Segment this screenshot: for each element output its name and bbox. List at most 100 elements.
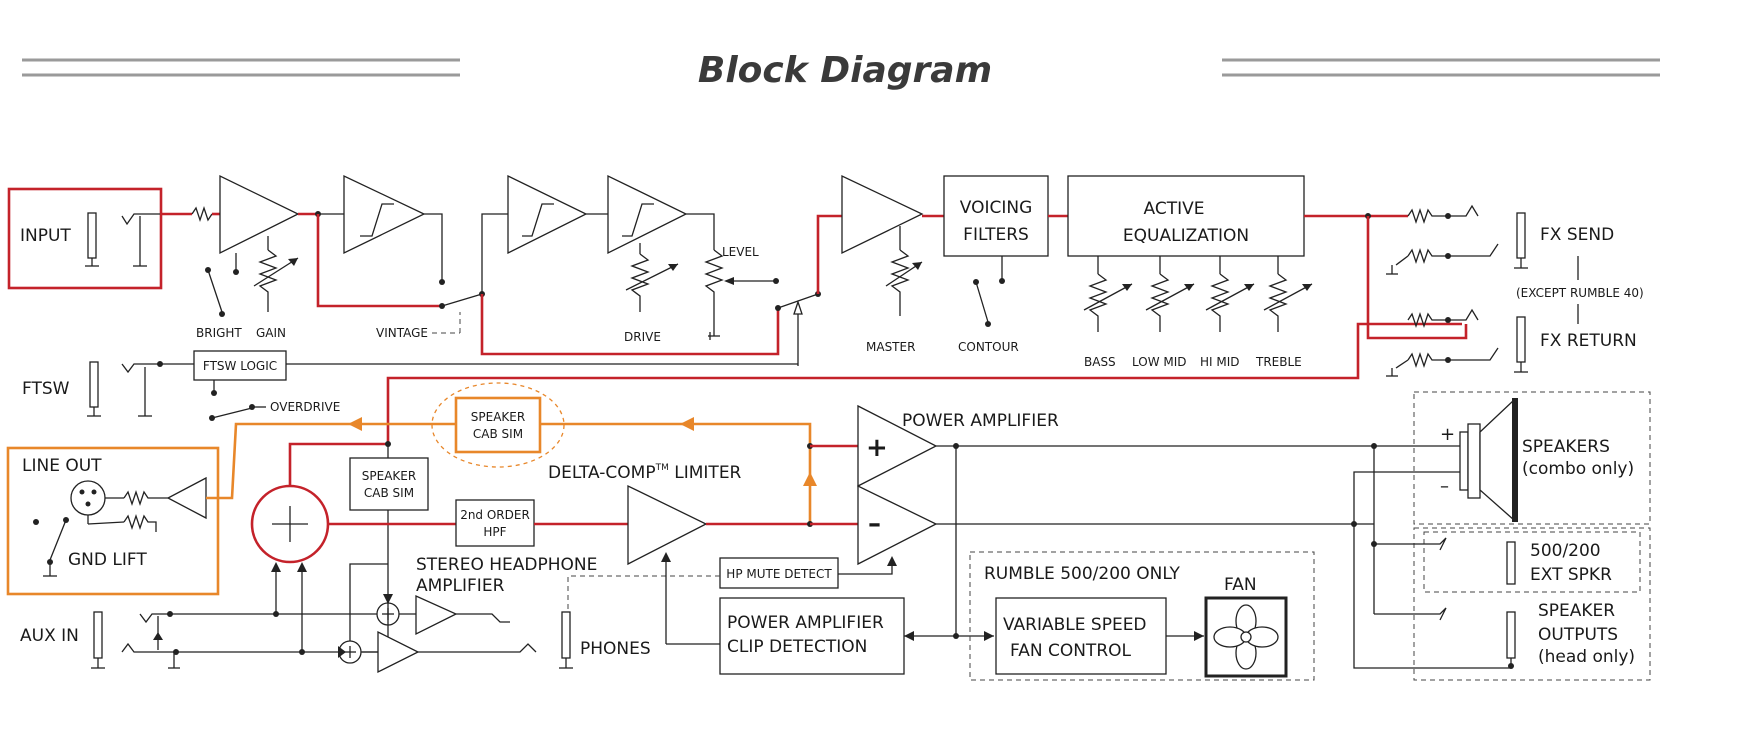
bright-label: BRIGHT <box>196 326 242 340</box>
gnd-lift-label: GND LIFT <box>68 550 147 570</box>
speaker-minus: – <box>1440 476 1449 497</box>
level-label: LEVEL <box>722 245 759 259</box>
master-label: MASTER <box>866 340 915 354</box>
speaker-outputs-label-2: OUTPUTS <box>1538 625 1618 645</box>
header: Block Diagram <box>22 50 1660 91</box>
fan-label: FAN <box>1224 575 1257 595</box>
fan-blades-icon <box>1213 604 1279 670</box>
stereo-hp-label-1: STEREO HEADPHONE <box>416 555 597 575</box>
aux-in-label: AUX IN <box>20 626 79 646</box>
active-eq-label-2: EQUALIZATION <box>1123 226 1249 246</box>
xlr-connector[interactable] <box>70 480 106 516</box>
ext-speaker-jack[interactable] <box>1506 541 1516 585</box>
drive-pot[interactable] <box>630 253 650 312</box>
bass-pot[interactable] <box>1088 273 1108 332</box>
hi-mid-label: HI MID <box>1200 355 1240 369</box>
ext-speaker-label-1: 500/200 <box>1530 541 1601 561</box>
voicing-filters-block <box>943 175 1049 257</box>
delta-comp-label: DELTA-COMPTM LIMITER <box>548 463 742 483</box>
hpf-block <box>455 499 535 547</box>
phones-jack[interactable] <box>561 611 571 659</box>
bass-label: BASS <box>1084 355 1116 369</box>
master-pot[interactable] <box>890 249 910 316</box>
filter-stage <box>343 174 426 255</box>
fx-return-label: FX RETURN <box>1540 331 1637 351</box>
phones-label: PHONES <box>580 639 651 659</box>
power-amp-plus <box>857 404 938 488</box>
power-amp-minus <box>857 484 938 566</box>
minus-sign: – <box>868 509 881 539</box>
treble-pot[interactable] <box>1268 273 1288 332</box>
line-out-section: LINE OUT GND LIFT <box>6 446 220 596</box>
active-eq-block <box>1067 175 1305 257</box>
except-label: (EXCEPT RUMBLE 40) <box>1516 286 1644 300</box>
fan-control-label-1: VARIABLE SPEED <box>1003 615 1147 635</box>
limiter-stage <box>627 484 708 566</box>
cab-sim-orange-label-1: SPEAKER <box>471 410 525 424</box>
hp-mute-block <box>719 557 839 589</box>
speaker-outputs-label-3: (head only) <box>1538 647 1635 667</box>
speaker-icon <box>1459 398 1518 522</box>
voicing-label-1: VOICING <box>960 198 1033 218</box>
stereo-hp-label-2: AMPLIFIER <box>416 576 505 596</box>
line-out-label: LINE OUT <box>22 456 102 476</box>
cab-sim-label-2: CAB SIM <box>364 486 414 500</box>
ext-speaker-box <box>1423 531 1641 593</box>
hpf-label-2: HPF <box>483 525 506 539</box>
hi-mid-pot[interactable] <box>1210 273 1230 332</box>
vintage-switch[interactable] <box>441 293 483 307</box>
vintage-label: VINTAGE <box>376 326 428 340</box>
ftsw-logic-label: FTSW LOGIC <box>203 359 277 373</box>
level-pot[interactable] <box>704 249 724 336</box>
line-out-driver <box>166 476 207 520</box>
master-stage <box>841 174 924 255</box>
speakers-label-2: (combo only) <box>1522 459 1634 479</box>
speaker-outputs-jack[interactable] <box>1506 611 1516 659</box>
hpf-label-1: 2nd ORDER <box>460 508 530 522</box>
hp-amp-2 <box>377 630 420 674</box>
low-mid-label: LOW MID <box>1132 355 1187 369</box>
fx-send-label: FX SEND <box>1540 225 1614 245</box>
gain-label: GAIN <box>256 326 286 340</box>
rumble-only-label: RUMBLE 500/200 ONLY <box>984 564 1181 584</box>
fx-return-jack[interactable] <box>1516 316 1526 363</box>
plus-sign: + <box>866 433 888 463</box>
speaker-plus: + <box>1440 424 1455 445</box>
fx-send-jack[interactable] <box>1516 212 1526 259</box>
power-amp-label: POWER AMPLIFIER <box>902 411 1059 431</box>
active-eq-label-1: ACTIVE <box>1144 199 1205 219</box>
gain-pot[interactable] <box>258 249 278 312</box>
eq-pots <box>1083 256 1313 332</box>
ftsw-logic-block <box>193 350 287 381</box>
ftsw-jack[interactable] <box>89 361 99 408</box>
contour-label: CONTOUR <box>958 340 1019 354</box>
speaker-outputs-label-1: SPEAKER <box>1538 601 1615 621</box>
drive-label: DRIVE <box>624 330 661 344</box>
fan-control-block <box>995 597 1167 675</box>
hp-amp-1 <box>415 594 458 636</box>
aux-in-jack[interactable] <box>93 611 103 659</box>
drive-stage <box>607 174 688 255</box>
fan-control-label-2: FAN CONTROL <box>1010 641 1132 661</box>
clip-detect-block <box>719 597 905 675</box>
low-mid-pot[interactable] <box>1150 273 1170 332</box>
ftsw-label: FTSW <box>22 379 70 399</box>
input-jack[interactable] <box>87 212 97 259</box>
cab-sim-block <box>349 457 429 511</box>
page-title: Block Diagram <box>698 50 992 91</box>
cab-sim-orange-label-2: CAB SIM <box>473 427 523 441</box>
filter-stage-2 <box>507 174 588 255</box>
hp-mute-label: HP MUTE DETECT <box>726 567 832 581</box>
rumble-only-box <box>969 551 1315 681</box>
cab-sim-orange-block <box>454 396 542 454</box>
clip-detect-label-2: CLIP DETECTION <box>727 637 867 657</box>
preamp-stage-1 <box>219 174 300 255</box>
overdrive-label: OVERDRIVE <box>270 400 340 414</box>
speaker-outputs-box <box>1413 527 1651 681</box>
treble-label: TREBLE <box>1255 355 1302 369</box>
ext-speaker-label-2: EXT SPKR <box>1530 565 1612 585</box>
input-section: INPUT <box>7 187 163 290</box>
speakers-label-1: SPEAKERS <box>1522 437 1610 457</box>
input-label: INPUT <box>20 226 71 246</box>
